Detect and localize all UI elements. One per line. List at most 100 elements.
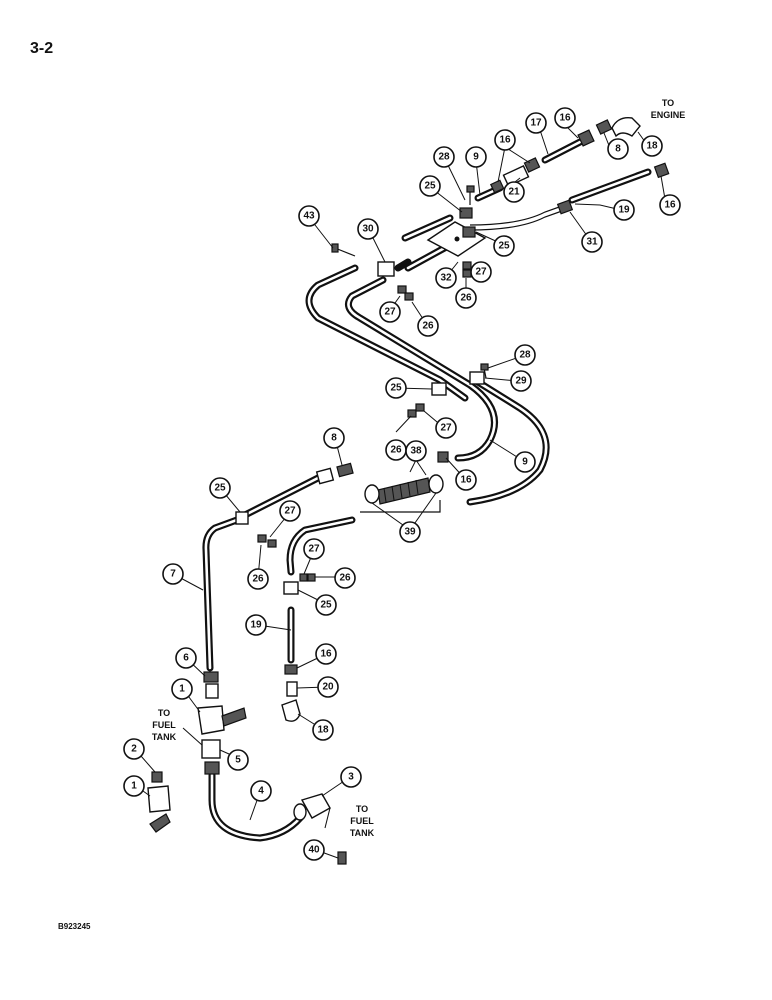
callout: 8 xyxy=(323,427,345,449)
note-to-engine: TO ENGINE xyxy=(651,98,686,120)
callout-label: 9 xyxy=(473,152,479,163)
callout: 26 xyxy=(334,567,356,589)
note-to-fuel-tank-left: TO FUEL TANK xyxy=(152,708,177,742)
callout: 6 xyxy=(175,647,197,669)
callout-label: 5 xyxy=(235,755,241,766)
callout-label: 26 xyxy=(390,445,402,456)
callout: 32 xyxy=(435,267,457,289)
callout: 30 xyxy=(357,218,379,240)
callout-label: 19 xyxy=(250,620,262,631)
callout-label: 25 xyxy=(214,483,226,494)
callout-label: 28 xyxy=(438,152,450,163)
callout-label: 8 xyxy=(331,433,337,444)
callout: 38 xyxy=(405,440,427,462)
note-to-engine-line2: ENGINE xyxy=(651,110,686,120)
callout: 26 xyxy=(247,568,269,590)
callout: 9 xyxy=(514,451,536,473)
fittings xyxy=(147,117,670,865)
callout: 2 xyxy=(123,738,145,760)
callout-label: 26 xyxy=(422,321,434,332)
callout-label: 25 xyxy=(320,600,332,611)
callout-label: 38 xyxy=(410,446,422,457)
callout-label: 18 xyxy=(317,725,329,736)
callout: 19 xyxy=(245,614,267,636)
shutoff-valve-1-upper xyxy=(197,705,225,735)
callout: 28 xyxy=(514,344,536,366)
figure-code: B923245 xyxy=(58,922,91,931)
callout-label: 16 xyxy=(320,649,332,660)
fuel-lines xyxy=(202,138,652,842)
callout: 21 xyxy=(503,181,525,203)
callout: 17 xyxy=(525,112,547,134)
callout-label: 9 xyxy=(522,457,528,468)
callout: 7 xyxy=(162,563,184,585)
callout-label: 31 xyxy=(586,237,598,248)
callout-label: 4 xyxy=(258,786,264,797)
callout-label: 30 xyxy=(362,224,374,235)
callout: 25 xyxy=(315,594,337,616)
callout-label: 16 xyxy=(460,475,472,486)
callout-label: 3 xyxy=(348,772,354,783)
callout-label: 29 xyxy=(515,376,527,387)
callout: 16 xyxy=(554,107,576,129)
callout-label: 28 xyxy=(519,350,531,361)
callout: 19 xyxy=(613,199,635,221)
callout-label: 18 xyxy=(646,141,658,152)
callout: 27 xyxy=(303,538,325,560)
callout-label: 26 xyxy=(339,573,351,584)
callout-label: 1 xyxy=(179,684,185,695)
callout-label: 6 xyxy=(183,653,189,664)
note-to-fuel-tank-left-line1: TO xyxy=(158,708,170,718)
callout: 26 xyxy=(417,315,439,337)
callout: 26 xyxy=(455,287,477,309)
callout: 18 xyxy=(641,135,663,157)
callout: 40 xyxy=(303,839,325,861)
callout: 16 xyxy=(455,469,477,491)
callout-label: 25 xyxy=(390,383,402,394)
note-to-fuel-tank-right: TO FUEL TANK xyxy=(350,804,375,838)
callout-label: 27 xyxy=(475,267,487,278)
callout-label: 19 xyxy=(618,205,630,216)
callout-label: 27 xyxy=(308,544,320,555)
callout-label: 32 xyxy=(440,273,452,284)
callout: 25 xyxy=(419,175,441,197)
note-to-fuel-tank-left-line2: FUEL xyxy=(152,720,176,730)
line-7 xyxy=(202,513,249,672)
callout: 16 xyxy=(494,129,516,151)
callout-label: 26 xyxy=(460,293,472,304)
note-to-engine-line1: TO xyxy=(662,98,674,108)
callout: 9 xyxy=(465,146,487,168)
callout: 31 xyxy=(581,231,603,253)
callout-label: 8 xyxy=(615,144,621,155)
callout: 3 xyxy=(340,766,362,788)
page-number: 3-2 xyxy=(30,40,54,57)
callout-label: 16 xyxy=(559,113,571,124)
callout: 26 xyxy=(385,439,407,461)
note-to-fuel-tank-right-line2: FUEL xyxy=(350,816,374,826)
note-to-fuel-tank-left-line3: TANK xyxy=(152,732,177,742)
elbow-18-top xyxy=(611,117,641,138)
callout: 1 xyxy=(123,775,145,797)
callout: 25 xyxy=(493,235,515,257)
elbow-18-lower xyxy=(281,699,301,722)
callout-label: 16 xyxy=(664,200,676,211)
callout: 25 xyxy=(385,377,407,399)
callout-label: 17 xyxy=(530,118,542,129)
shutoff-valve-1-lower xyxy=(147,785,171,813)
callout: 27 xyxy=(379,301,401,323)
callout: 39 xyxy=(399,521,421,543)
callout-label: 26 xyxy=(252,574,264,585)
callout-label: 16 xyxy=(499,135,511,146)
callout: 8 xyxy=(607,138,629,160)
callout-label: 43 xyxy=(303,211,315,222)
callout: 25 xyxy=(209,477,231,499)
callout: 18 xyxy=(312,719,334,741)
callout-label: 20 xyxy=(322,682,334,693)
callout-label: 21 xyxy=(508,187,520,198)
callout-label: 27 xyxy=(384,307,396,318)
note-to-fuel-tank-right-line1: TO xyxy=(356,804,368,814)
callout-label: 2 xyxy=(131,744,137,755)
callout: 27 xyxy=(470,261,492,283)
